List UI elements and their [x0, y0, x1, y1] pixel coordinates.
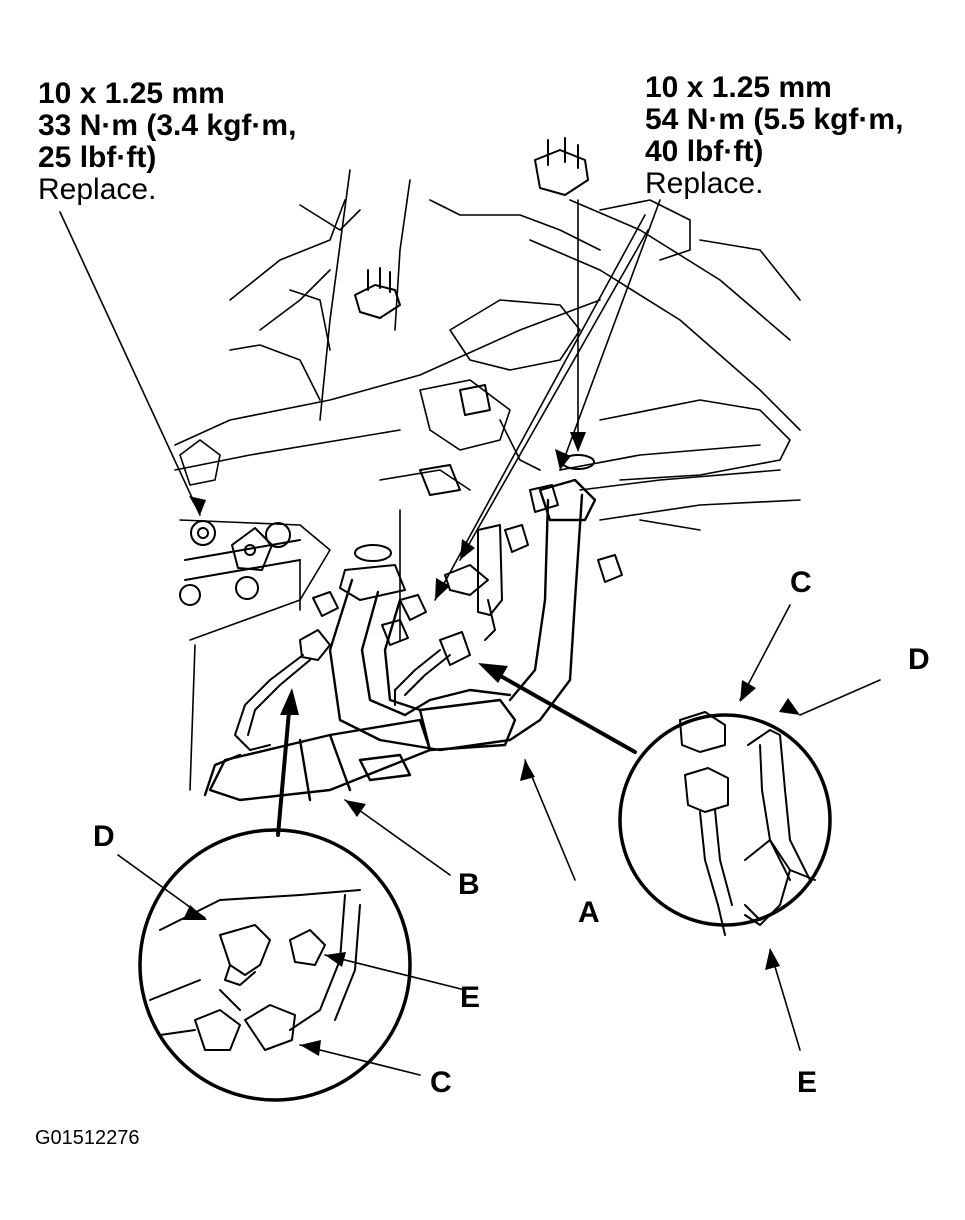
callout-d-left: D: [93, 820, 115, 853]
callout-c-left: C: [430, 1066, 452, 1099]
spec-left-torque: 33 N·m (3.4 kgf·m,: [38, 109, 297, 142]
callout-d-right: D: [908, 643, 930, 676]
catalytic-converter-b: [203, 698, 517, 802]
sensor-harness-left: [234, 629, 331, 751]
spec-right-size: 10 x 1.25 mm: [645, 71, 832, 104]
mounting-stud-top-right: [534, 137, 589, 196]
mounting-stud-rear: [354, 267, 401, 319]
sensor-harness-right: [394, 649, 451, 706]
callout-b: B: [458, 868, 480, 901]
spec-right-torque: 54 N·m (5.5 kgf·m,: [645, 103, 904, 136]
pointer-arrows: [276, 668, 637, 837]
front-flange-nuts: [179, 520, 301, 606]
spec-right-note: Replace.: [645, 167, 764, 200]
oxygen-sensor-bracket: [419, 384, 503, 666]
spec-left-note: Replace.: [38, 173, 157, 206]
spec-left-torque-cont: 25 lbf·ft): [38, 141, 157, 174]
leader-lines: [59, 199, 881, 1076]
callout-a: A: [578, 896, 600, 929]
callout-c-right: C: [790, 566, 812, 599]
callout-e-right: E: [797, 1066, 818, 1099]
spec-right-torque-cont: 40 lbf·ft): [645, 135, 764, 168]
exhaust-pipe-a: [328, 478, 597, 752]
chassis-outline: [174, 169, 801, 791]
detail-circle-left: [138, 828, 412, 1102]
spec-left-size: 10 x 1.25 mm: [38, 77, 225, 110]
detail-circle-right: [618, 711, 832, 936]
callout-e-left: E: [460, 981, 481, 1014]
arrow-heads: [183, 432, 800, 1056]
figure-id: G01512276: [35, 1127, 140, 1149]
